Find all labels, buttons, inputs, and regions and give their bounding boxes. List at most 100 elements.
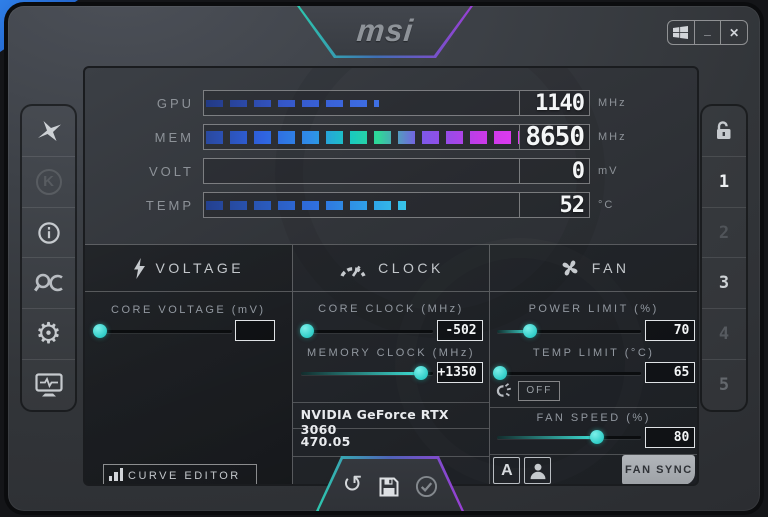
fan-speed-label: FAN SPEED (%) (536, 412, 651, 424)
msi-logo: msi (354, 12, 416, 48)
gauge-memory-clock: MEM 8650 MHz (154, 122, 627, 152)
core-clock-slider[interactable] (300, 324, 433, 338)
temp-limit-label: TEMP LIMIT (°C) (532, 347, 655, 359)
checkmark-circle-icon (415, 476, 437, 498)
close-icon: ✕ (729, 25, 740, 40)
window-controls: _ ✕ (667, 20, 748, 45)
broken-link-icon (497, 382, 512, 397)
voltage-panel: VOLTAGE CORE VOLTAGE (mV) CURVE EDITOR (85, 245, 292, 484)
sidebar-item-afterburner[interactable] (22, 106, 75, 156)
oc-scanner-icon (33, 274, 63, 292)
sidebar-item-kombustor[interactable]: K (22, 155, 75, 207)
speedometer-icon (340, 265, 366, 277)
core-voltage-label: CORE VOLTAGE (mV) (111, 304, 266, 316)
control-panels: VOLTAGE CORE VOLTAGE (mV) CURVE EDITOR (85, 244, 697, 484)
core-voltage-value-box[interactable] (235, 320, 275, 341)
power-limit-value-box[interactable]: 70 (645, 320, 696, 341)
profile-slot-3[interactable]: 3 (702, 257, 746, 308)
fan-speed-slider-handle[interactable] (589, 430, 604, 444)
fan-icon (562, 260, 578, 276)
core-clock-label: CORE CLOCK (MHz) (318, 303, 464, 315)
information-icon (37, 221, 60, 244)
fan-panel: FAN POWER LIMIT (%) 70 TEMP LIMIT (°C) (489, 245, 697, 484)
minimize-icon: _ (704, 22, 711, 37)
save-button[interactable] (378, 476, 400, 498)
user-fan-curve-button[interactable] (524, 457, 552, 484)
gauges: GPU 1140 MHz MEM 8650 MHz (85, 90, 697, 226)
left-sidebar: K ⚙ (20, 104, 77, 412)
gauge-gpu-clock: GPU 1140 MHz (156, 90, 627, 116)
sidebar-item-hardware-monitor[interactable] (22, 359, 75, 410)
voltage-bar: 0 (203, 158, 590, 184)
temperature-value: 52 (559, 192, 585, 218)
windows-logo-icon (673, 26, 689, 39)
msi-logo-trapezoid: msi (297, 6, 473, 58)
clock-panel: CLOCK CORE CLOCK (MHz) -502 MEMORY CLOCK… (291, 245, 490, 484)
close-button[interactable]: ✕ (720, 21, 747, 44)
temperature-fill (206, 201, 407, 210)
core-voltage-slider-handle[interactable] (92, 324, 107, 338)
power-limit-slider[interactable] (497, 324, 642, 338)
afterburner-jet-icon (37, 120, 61, 141)
memory-clock-value-box[interactable]: +1350 (436, 362, 483, 383)
footer-actions: ↺ (316, 456, 464, 511)
profile-slot-5[interactable]: 5 (702, 359, 746, 410)
curve-editor-label: CURVE EDITOR (128, 469, 241, 482)
fan-panel-header: FAN (490, 245, 697, 292)
gauge-voltage: VOLT 0 mV (149, 158, 619, 184)
gpu-name: NVIDIA GeForce RTX 3060 (300, 407, 449, 437)
voltage-panel-title: VOLTAGE (155, 260, 245, 276)
clock-panel-header: CLOCK (292, 245, 490, 292)
gpu-clock-value: 1140 (535, 90, 585, 116)
sidebar-item-information[interactable] (22, 206, 75, 258)
windows-detach-button[interactable] (668, 21, 694, 44)
gpu-clock-fill (206, 100, 380, 107)
gauge-temperature: TEMP 52 °C (145, 192, 615, 218)
hardware-monitor-icon (34, 373, 63, 397)
memory-clock-slider-handle[interactable] (413, 366, 428, 380)
curve-editor-button[interactable]: CURVE EDITOR (103, 464, 257, 484)
reset-button[interactable]: ↺ (342, 470, 363, 498)
temp-limit-slider[interactable] (493, 366, 642, 380)
temp-limit-slider-handle[interactable] (493, 366, 508, 380)
fan-panel-title: FAN (591, 260, 630, 276)
memory-clock-slider[interactable] (300, 366, 433, 380)
bar-chart-icon (104, 465, 128, 484)
memory-clock-bar: 8650 (203, 122, 590, 152)
core-voltage-slider[interactable] (92, 324, 232, 338)
sidebar-item-oc-scanner[interactable] (22, 257, 75, 308)
driver-version: 470.05 (300, 434, 351, 449)
window-frame: msi _ ✕ (8, 6, 760, 511)
profile-slot-1[interactable]: 1 (702, 155, 746, 207)
apply-button[interactable] (415, 475, 438, 498)
profile-lock-button[interactable] (702, 106, 746, 156)
fan-auto-button[interactable]: A (493, 457, 521, 484)
right-sidebar: 1 2 3 4 5 (700, 104, 748, 412)
memory-clock-fill (206, 131, 519, 144)
power-temp-link-toggle[interactable]: OFF (493, 379, 561, 402)
core-clock-value-box[interactable]: -502 (436, 320, 483, 341)
link-toggle-state: OFF (518, 380, 561, 401)
temp-limit-value-box[interactable]: 65 (645, 362, 696, 383)
lightning-bolt-icon (133, 257, 145, 279)
voltage-panel-header: VOLTAGE (85, 245, 292, 292)
fan-speed-slider[interactable] (497, 430, 642, 444)
power-limit-label: POWER LIMIT (%) (528, 303, 659, 315)
main-panel: GPU 1140 MHz MEM 8650 MHz (83, 66, 699, 486)
voltage-value: 0 (571, 158, 585, 184)
profile-slot-4[interactable]: 4 (702, 308, 746, 359)
afterburner-window: msi _ ✕ (4, 2, 764, 515)
clock-panel-title: CLOCK (378, 260, 444, 276)
sidebar-item-settings[interactable]: ⚙ (22, 308, 75, 359)
memory-clock-value: 8650 (525, 122, 585, 152)
fan-speed-value-box[interactable]: 80 (645, 427, 696, 448)
core-clock-slider-handle[interactable] (300, 324, 315, 338)
person-icon (530, 463, 546, 479)
kombustor-k-icon: K (35, 168, 62, 195)
power-limit-slider-handle[interactable] (523, 324, 538, 338)
memory-clock-label: MEMORY CLOCK (MHz) (306, 347, 476, 359)
gpu-clock-bar: 1140 (203, 90, 590, 116)
minimize-button[interactable]: _ (693, 21, 721, 44)
fan-sync-button[interactable]: FAN SYNC (622, 455, 696, 484)
profile-slot-2[interactable]: 2 (702, 206, 746, 258)
